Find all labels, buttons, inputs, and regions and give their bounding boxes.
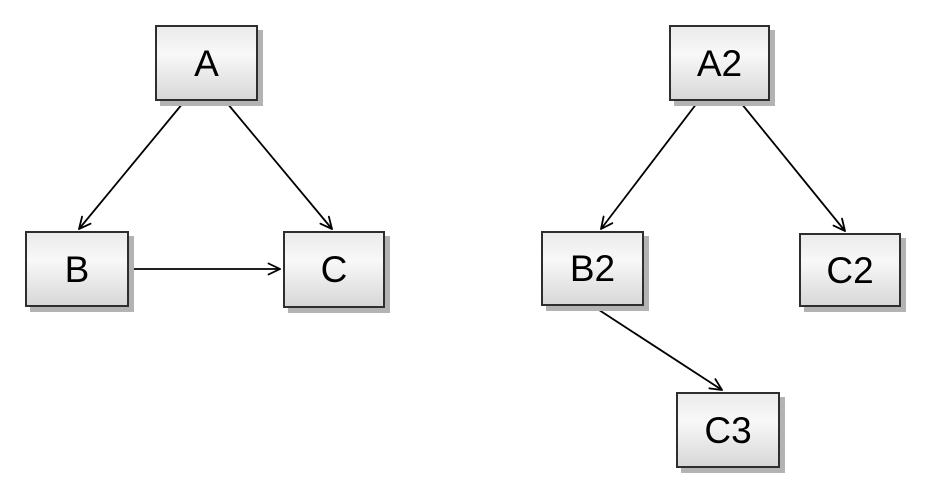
node-label-C: C	[320, 249, 348, 290]
edge-A-C	[226, 102, 332, 229]
node-C2: C2	[799, 233, 901, 307]
node-label-A2: A2	[696, 42, 743, 84]
node-label-B2: B2	[569, 248, 616, 289]
node-C: C	[283, 231, 385, 308]
node-label-C2: C2	[826, 249, 874, 291]
edge-A2-B2	[601, 102, 698, 229]
edge-A2-C2	[740, 102, 845, 231]
node-B2: B2	[541, 231, 644, 306]
node-A: A	[155, 25, 258, 101]
node-A2: A2	[669, 25, 770, 101]
node-C3: C3	[676, 392, 780, 468]
edge-B2-C3	[595, 307, 722, 390]
node-B: B	[25, 231, 129, 307]
node-label-B: B	[64, 248, 90, 290]
node-label-A: A	[194, 42, 219, 84]
node-label-C3: C3	[704, 409, 752, 451]
edge-A-B	[79, 102, 184, 229]
edges-group	[79, 102, 845, 390]
